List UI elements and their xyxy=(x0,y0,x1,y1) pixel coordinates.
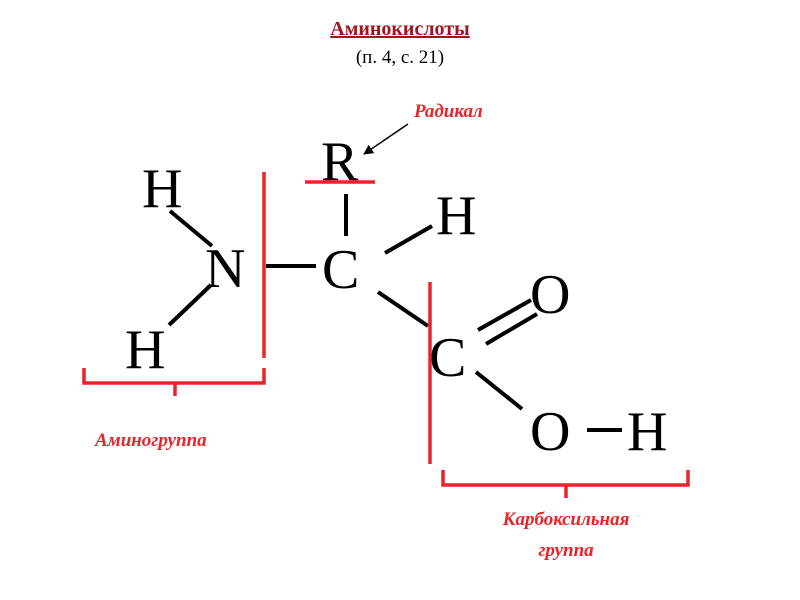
bond-c-o-hydroxyl xyxy=(474,370,524,411)
amino-group-bracket xyxy=(82,368,266,396)
atom-h-right: H xyxy=(436,185,476,247)
atom-o-hydroxyl: O xyxy=(530,401,570,463)
radical-arrow xyxy=(363,123,409,155)
atom-h-top-left: H xyxy=(142,158,182,220)
bond-c-c xyxy=(376,290,430,328)
bond-h-n-top xyxy=(168,209,214,248)
title-text: Аминокислоты xyxy=(330,18,470,40)
atom-h-bottom-left: H xyxy=(125,319,165,381)
bond-c-h xyxy=(384,224,433,255)
atom-c-carboxyl: C xyxy=(429,327,466,389)
carboxyl-group-bracket xyxy=(441,470,690,498)
bond-c-o-double-2 xyxy=(484,312,539,346)
atom-n: N xyxy=(205,238,245,300)
radical-label: Радикал xyxy=(413,101,483,122)
carboxyl-group-label-line1: Карбоксильная xyxy=(502,509,630,530)
carboxyl-group-label-line2: группа xyxy=(538,540,594,561)
bond-h-n-bottom xyxy=(167,283,213,327)
page-subtitle: (п. 4, с. 21) xyxy=(355,47,445,68)
amino-group-label: Аминогруппа xyxy=(94,430,207,451)
atom-h-hydroxyl: H xyxy=(627,401,667,463)
atom-c-alpha: C xyxy=(322,239,359,301)
bond-c-o-double-1 xyxy=(477,298,532,332)
page-title: Аминокислоты xyxy=(0,18,800,41)
